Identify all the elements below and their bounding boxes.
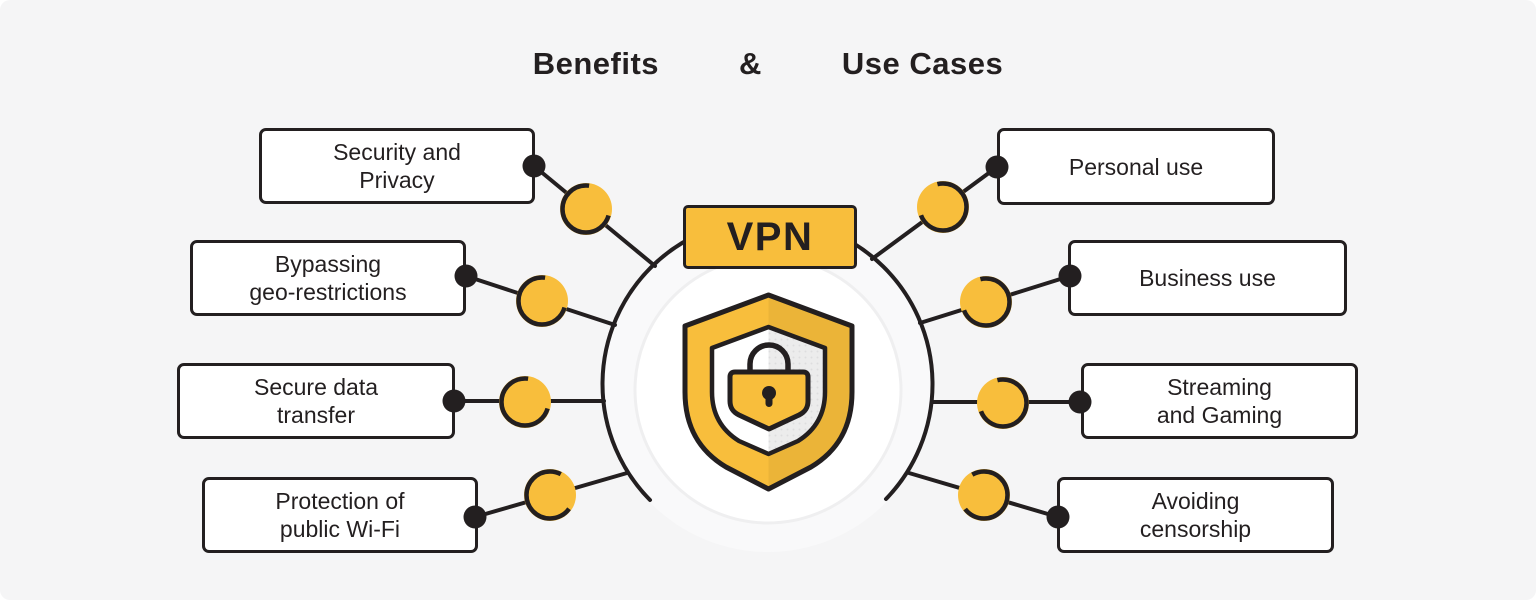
title-ampersand: & bbox=[739, 46, 762, 81]
usecase-box-streaming-gaming: Streaming and Gaming bbox=[1081, 363, 1358, 439]
benefit-label: Protection of public Wi-Fi bbox=[275, 488, 405, 542]
title-use-cases: Use Cases bbox=[841, 46, 1004, 81]
usecase-label: Business use bbox=[1139, 265, 1276, 291]
usecase-box-business: Business use bbox=[1068, 240, 1347, 316]
benefit-box-security: Security and Privacy bbox=[259, 128, 535, 204]
benefit-box-public-wifi: Protection of public Wi-Fi bbox=[202, 477, 478, 553]
title-benefits: Benefits bbox=[532, 46, 660, 81]
connector-line-wifi bbox=[473, 471, 629, 519]
node-circle bbox=[524, 469, 576, 521]
connector-line-business bbox=[918, 274, 1072, 325]
node-circle bbox=[917, 181, 969, 233]
page-title: Benefits & Use Cases bbox=[0, 46, 1536, 82]
usecase-label: Personal use bbox=[1068, 153, 1204, 180]
benefit-label: Bypassing geo-restrictions bbox=[249, 251, 407, 305]
padlock-icon bbox=[727, 342, 811, 432]
benefit-box-geo-restrictions: Bypassing geo-restrictions bbox=[190, 240, 466, 316]
usecase-label: Avoiding censorship bbox=[1139, 488, 1252, 542]
connector-line-censorship bbox=[907, 471, 1060, 519]
benefit-label: Security and Privacy bbox=[333, 139, 461, 193]
node-circle bbox=[499, 376, 551, 428]
usecase-label: Streaming and Gaming bbox=[1156, 374, 1283, 428]
node-circle bbox=[977, 377, 1029, 429]
vpn-label: VPN bbox=[726, 214, 814, 259]
shield-lock-icon bbox=[682, 292, 855, 492]
connector-line-personal bbox=[870, 165, 999, 261]
node-circle bbox=[560, 183, 612, 235]
connector-line-security bbox=[532, 164, 657, 268]
usecase-box-censorship: Avoiding censorship bbox=[1057, 477, 1334, 553]
node-circle bbox=[516, 275, 568, 327]
connector-line-geo bbox=[464, 274, 617, 327]
vpn-badge: VPN bbox=[683, 205, 857, 269]
node-circle bbox=[960, 276, 1012, 328]
usecase-box-personal: Personal use bbox=[997, 128, 1275, 205]
node-circle bbox=[958, 469, 1010, 521]
benefit-label: Secure data transfer bbox=[253, 374, 379, 428]
benefit-box-data-transfer: Secure data transfer bbox=[177, 363, 455, 439]
